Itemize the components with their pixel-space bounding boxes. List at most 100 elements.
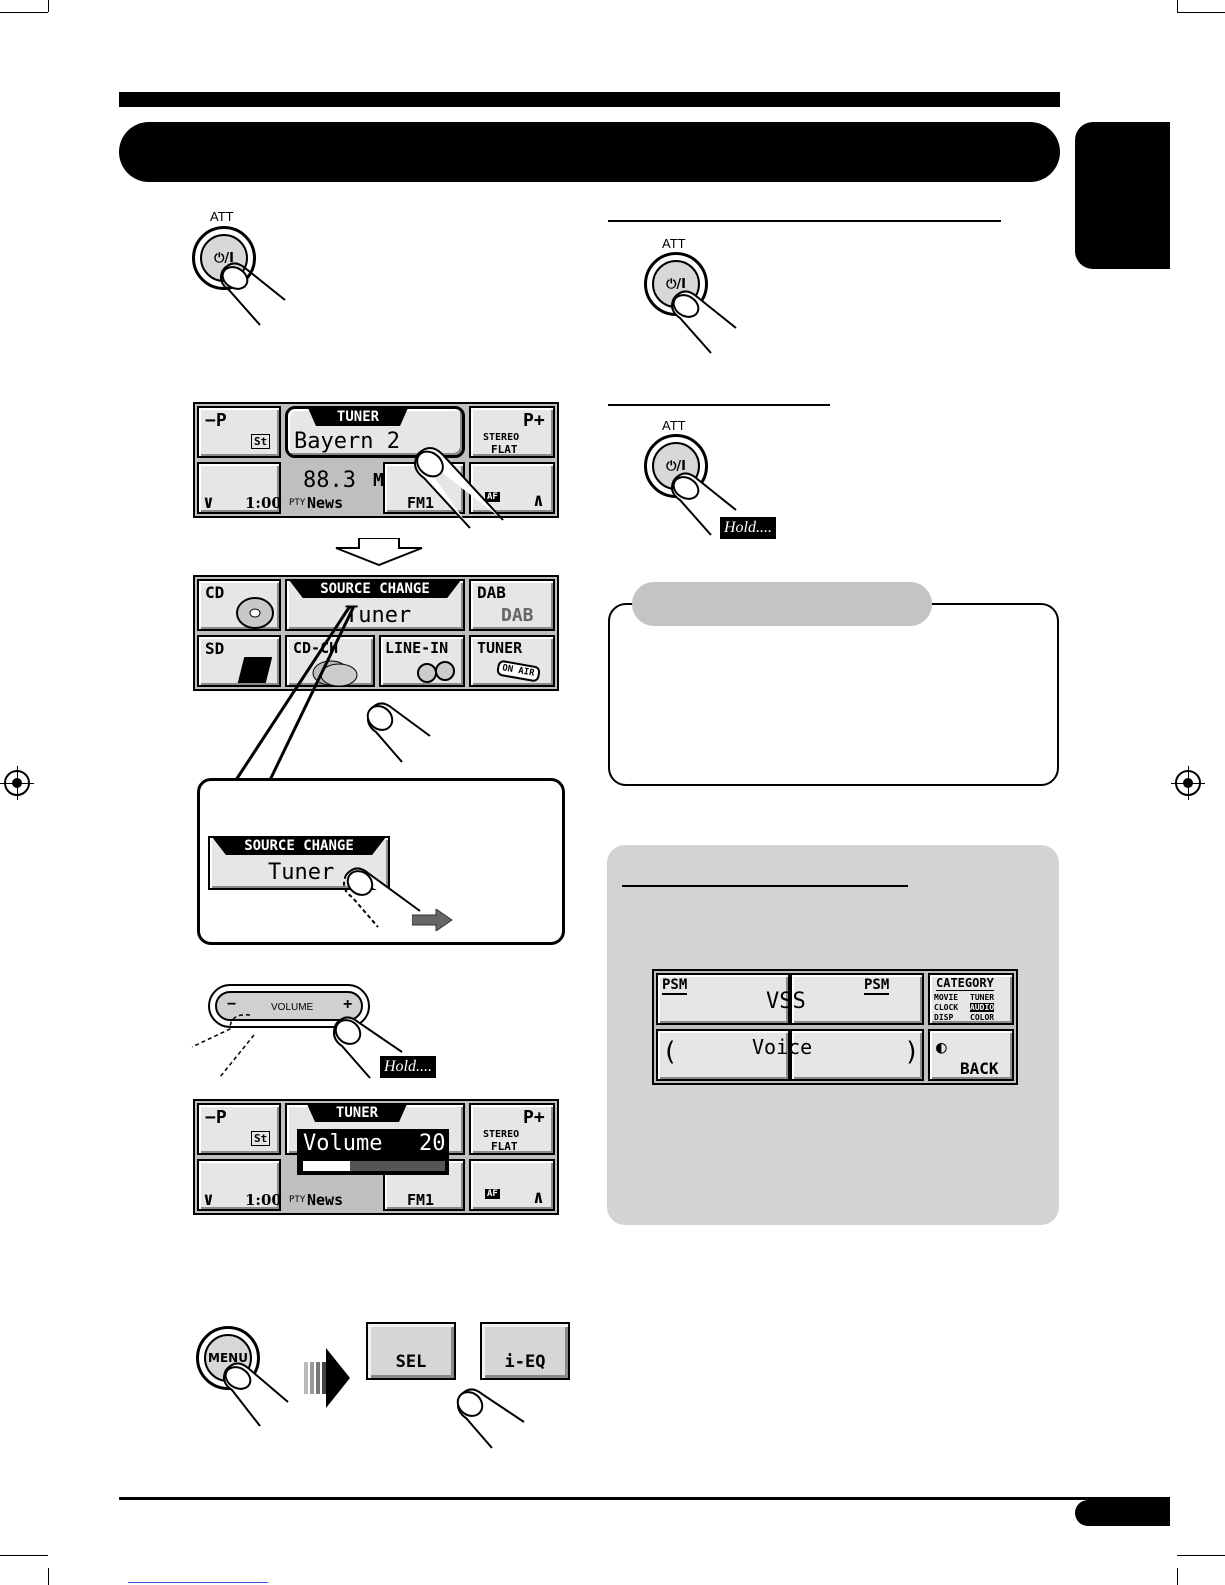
power-icon: ⏻/I [666, 458, 686, 474]
seek-down-button[interactable]: ∨ 1:00 [197, 1159, 282, 1211]
arrow-right-icon [412, 909, 453, 931]
pty-area: PTY News [289, 1191, 344, 1209]
volume-rocker: − VOLUME + [208, 984, 370, 1028]
vss-display: PSM PSM VSS CATEGORY MOVIE TUNER CLOCK A… [652, 969, 1018, 1085]
menu-label: MENU [208, 1351, 248, 1365]
af-badge: AF [485, 492, 500, 502]
dab-logo-icon: DAB [501, 605, 534, 626]
crop-mark [0, 1555, 48, 1556]
station-name: Bayern 2 [294, 429, 400, 454]
preset-down-button[interactable]: −P St [197, 1103, 281, 1155]
finger-pointer-icon [671, 290, 737, 354]
pty-label: News [307, 494, 344, 512]
seek-up-button[interactable]: AF ∧ [469, 1159, 555, 1211]
volume-down-button[interactable]: − [227, 996, 237, 1013]
volume-overlay-label: Volume [303, 1131, 383, 1156]
finger-pointer-icon [333, 1016, 403, 1079]
att-label: ATT [662, 418, 686, 433]
volume-value: 20 [419, 1131, 446, 1156]
chevron-up-icon: ∧ [533, 1187, 544, 1208]
finger-pointer-icon [456, 1388, 525, 1449]
source-tuner-button[interactable]: TUNER ON AIR [469, 635, 555, 687]
curve-left-icon: ( [662, 1037, 678, 1067]
vss-mode: Voice [752, 1035, 813, 1059]
arrow-down-icon [335, 538, 423, 566]
source-line-in-button[interactable]: LINE-IN [379, 635, 465, 687]
footer-rule [119, 1497, 1170, 1500]
preset-down-button[interactable]: −P St [197, 406, 281, 458]
crop-mark [0, 12, 48, 13]
source-change-current: SOURCE CHANGE Tuner [285, 579, 465, 631]
psm-left-button[interactable]: PSM [656, 973, 790, 1025]
source-dab-button[interactable]: DAB DAB [469, 579, 555, 631]
on-air-icon: ON AIR [495, 659, 541, 683]
frequency: 88.3 [303, 468, 356, 493]
volume-overlay: Volume 20 [297, 1129, 449, 1175]
crop-mark [48, 0, 49, 12]
volume-label: VOLUME [271, 1002, 314, 1013]
chevron-down-icon: ∨ [203, 492, 214, 513]
power-icon: ⏻/I [666, 276, 686, 292]
finger-pointer-icon [414, 447, 504, 529]
volume-bar-fill [303, 1161, 350, 1171]
finger-pointer-icon [220, 262, 286, 326]
crop-mark [1177, 1568, 1178, 1585]
language-tab [1075, 122, 1170, 269]
header-bar [119, 92, 1060, 107]
seek-down-button[interactable]: ∨ 1:00 [197, 462, 282, 514]
source-cd-button[interactable]: CD [197, 579, 281, 631]
section-rule [608, 404, 830, 406]
vss-title: VSS [766, 989, 806, 1014]
category-button[interactable]: CATEGORY MOVIE TUNER CLOCK AUDIO DISP CO… [928, 973, 1014, 1025]
source-change-callout: SOURCE CHANGE Tuner [197, 778, 565, 945]
crop-mark [48, 1568, 49, 1585]
source-sd-button[interactable]: SD [197, 635, 281, 687]
att-label: ATT [210, 209, 234, 224]
arrow-right-icon [304, 1348, 350, 1408]
att-label: ATT [662, 236, 686, 251]
chevron-up-icon: ∧ [533, 490, 544, 511]
clock: 1:00 [245, 494, 282, 512]
sel-button[interactable]: SEL [366, 1322, 456, 1380]
hold-label: Hold.... [720, 517, 776, 539]
disc-changer-icon [312, 660, 358, 687]
stereo-badge: St [251, 434, 271, 449]
section-rule [608, 220, 1001, 222]
psm-right-button[interactable]: PSM [790, 973, 924, 1025]
mode-right-button[interactable]: ) [790, 1029, 924, 1081]
finger-pointer-icon [366, 702, 431, 763]
finger-ghost-icon [191, 1014, 255, 1078]
page-number-tab [1075, 1500, 1170, 1526]
hold-label: Hold.... [380, 1056, 436, 1078]
disc-icon [236, 597, 274, 629]
i-eq-button[interactable]: i-EQ [480, 1322, 570, 1380]
curve-right-icon: ) [904, 1037, 920, 1067]
finger-pointer-icon [671, 472, 737, 536]
info-panel: PSM PSM VSS CATEGORY MOVIE TUNER CLOCK A… [607, 845, 1059, 1225]
chevron-down-icon: ∨ [203, 1189, 214, 1210]
back-button[interactable]: ◐ BACK [928, 1029, 1014, 1081]
finger-swipe-icon [343, 867, 421, 928]
note-title-bar [632, 582, 932, 626]
crop-mark [1177, 1555, 1225, 1556]
crop-mark [1177, 0, 1178, 12]
timer-icon: ◐ [936, 1037, 947, 1058]
preset-up-button[interactable]: P+ STEREO FLAT [469, 406, 555, 458]
finger-pointer-icon [223, 1362, 289, 1427]
footer-link-underline [128, 1582, 268, 1583]
title-banner [119, 122, 1060, 182]
note-box [608, 603, 1059, 786]
source-change-display: CD SOURCE CHANGE Tuner DAB DAB SD CD-CH … [193, 575, 559, 691]
section-rule [622, 885, 908, 887]
preset-up-button[interactable]: P+ STEREO FLAT [469, 1103, 555, 1155]
tuner-header: TUNER [308, 408, 408, 426]
crop-mark [1177, 12, 1225, 13]
cable-plug-icon [417, 661, 455, 683]
callout-pointer [234, 605, 356, 781]
power-icon: ⏻/I [214, 250, 234, 266]
registration-mark [1171, 766, 1205, 800]
mode-left-button[interactable]: ( [656, 1029, 790, 1081]
volume-display: −P St TUNER P+ STEREO FLAT ∨ 1:00 PTY Ne… [193, 1099, 559, 1215]
volume-bar-track [303, 1161, 445, 1171]
volume-up-button[interactable]: + [343, 996, 353, 1013]
